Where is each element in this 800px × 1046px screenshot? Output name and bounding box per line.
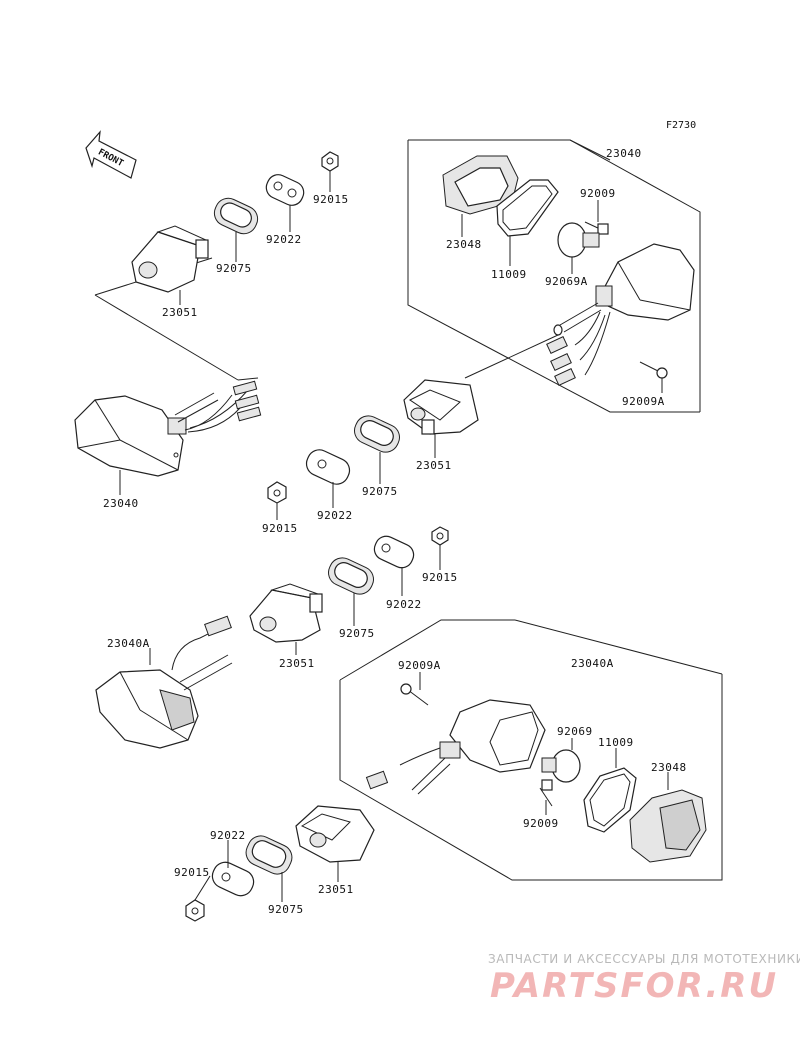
damper-upper-left [213,197,259,235]
plate-upper-left [265,174,305,206]
lamp-body-lower-right [365,699,546,795]
label-23051-lower: 23051 [279,657,315,670]
bulb-lower-right [541,749,581,783]
nut-middle [267,481,287,504]
lower-right-box [339,619,723,881]
gasket-lower-right [583,767,637,833]
label-92009-lower: 92009 [523,817,559,830]
label-92075-bottom: 92075 [268,903,304,916]
lens-lower-right [629,789,707,863]
label-92009: 92009 [580,187,616,200]
label-23051-middle: 23051 [416,459,452,472]
label-11009-lower: 11009 [598,736,634,749]
lens-upper-right [442,155,519,215]
label-23040-left: 23040 [103,497,139,510]
watermark-tagline: ЗАПЧАСТИ И АКСЕССУАРЫ ДЛЯ МОТОТЕХНИКИ [488,952,800,966]
label-92075-lower: 92075 [339,627,375,640]
label-92009a-lower: 92009A [398,659,441,672]
label-92015-middle: 92015 [262,522,298,535]
label-92075-middle: 92075 [362,485,398,498]
nut-upper-left [321,151,339,172]
bracket-middle [403,379,479,435]
lamp-body-lower-left [95,615,233,749]
nut-lower-left [431,526,449,546]
nut-bottom [185,899,205,922]
plate-middle [305,449,351,485]
damper-middle [354,415,400,453]
label-23048-lower: 23048 [651,761,687,774]
plate-lower-left [373,535,415,569]
damper-bottom [245,835,293,875]
label-23040a-left: 23040A [107,637,150,650]
label-92022-lower: 92022 [386,598,422,611]
label-11009: 11009 [491,268,527,281]
bracket-lower-left [249,583,323,643]
front-arrow-icon: FRONT [85,130,137,179]
screw-a-upper-right [639,361,668,379]
plate-bottom [211,861,255,897]
bracket-upper-left [131,225,209,293]
label-92022-upper: 92022 [266,233,302,246]
screw-a-lower-right [400,683,429,706]
label-92069a: 92069A [545,275,588,288]
label-92022-bottom: 92022 [210,829,246,842]
label-92015-upper: 92015 [313,193,349,206]
bulb-upper-right [557,222,600,258]
figure-code: F2730 [666,120,697,131]
gasket-upper-right [496,179,559,237]
watermark-logo: PARTSFOR.RU [490,966,779,1006]
leader-lines [119,171,669,902]
label-23040-assembly: 23040 [606,147,642,160]
screw-upper-right [584,221,609,235]
label-23051-upper: 23051 [162,306,198,319]
label-23051-bottom: 23051 [318,883,354,896]
screw-lower-right [539,779,553,807]
bracket-bottom [295,805,375,863]
label-92069: 92069 [557,725,593,738]
label-92015-bottom: 92015 [174,866,210,879]
lamp-body-left [74,380,262,477]
damper-lower-left [328,557,374,595]
label-92022-middle: 92022 [317,509,353,522]
label-92075-upper: 92075 [216,262,252,275]
label-23048: 23048 [446,238,482,251]
label-92015-lower: 92015 [422,571,458,584]
label-23040a-assembly: 23040A [571,657,614,670]
upper-right-box [407,139,701,413]
label-92009a: 92009A [622,395,665,408]
lamp-body-upper-right [546,243,695,386]
